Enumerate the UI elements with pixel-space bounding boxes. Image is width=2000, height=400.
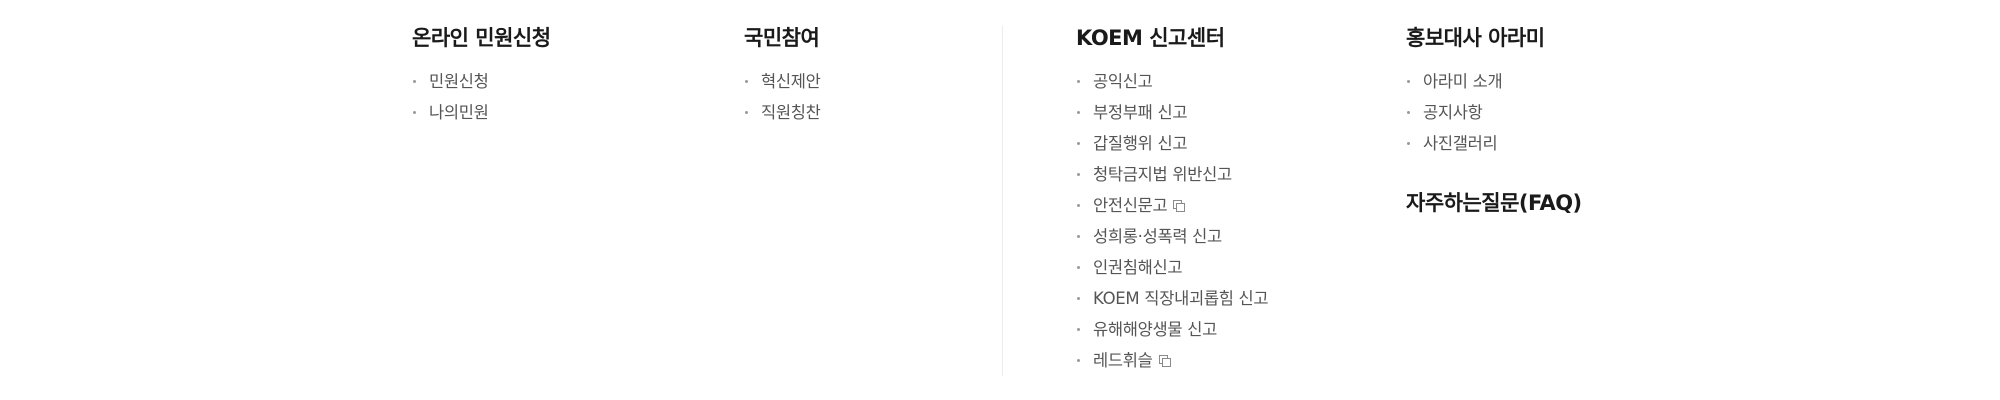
bullet-icon — [745, 80, 748, 83]
bullet-icon — [1077, 142, 1080, 145]
menu-item-label: 청탁금지법 위반신고 — [1093, 165, 1232, 184]
menu-item-label: KOEM 직장내괴롭힘 신고 — [1093, 289, 1269, 308]
menu-item-label: 공지사항 — [1423, 103, 1483, 122]
bullet-icon — [1077, 80, 1080, 83]
menu-item-staff-praise[interactable]: 직원칭찬 — [744, 97, 821, 128]
menu-item-label: 유해해양생물 신고 — [1093, 320, 1217, 339]
menu-item-label: 안전신문고 — [1093, 196, 1168, 215]
menu-item-power-abuse-report[interactable]: 갑질행위 신고 — [1076, 128, 1268, 159]
menu-item-label: 갑질행위 신고 — [1093, 134, 1188, 153]
heading-ambassador-arami[interactable]: 홍보대사 아라미 — [1406, 26, 1545, 50]
heading-faq[interactable]: 자주하는질문(FAQ) — [1406, 191, 1582, 215]
menu-item-label: 민원신청 — [429, 72, 489, 91]
menu-item-label: 공익신고 — [1093, 72, 1153, 91]
menu-item-label: 혁신제안 — [761, 72, 821, 91]
bullet-icon — [745, 111, 748, 114]
bullet-icon — [1077, 235, 1080, 238]
bullet-icon — [1077, 204, 1080, 207]
menu-ambassador-arami: 아라미 소개 공지사항 사진갤러리 — [1406, 66, 1582, 159]
menu-item-human-rights-report[interactable]: 인권침해신고 — [1076, 252, 1268, 283]
menu-item-red-whistle[interactable]: 레드휘슬 — [1076, 345, 1268, 376]
bullet-icon — [1077, 111, 1080, 114]
menu-item-anti-graft-report[interactable]: 청탁금지법 위반신고 — [1076, 159, 1268, 190]
column-online-petition: 온라인 민원신청 민원신청 나의민원 — [412, 20, 551, 128]
bullet-icon — [1077, 297, 1080, 300]
bullet-icon — [1077, 173, 1080, 176]
column-divider — [1002, 26, 1003, 376]
bullet-icon — [1077, 266, 1080, 269]
menu-item-innovation-proposal[interactable]: 혁신제안 — [744, 66, 821, 97]
menu-item-label: 직원칭찬 — [761, 103, 821, 122]
menu-item-label: 레드휘슬 — [1093, 351, 1153, 370]
menu-item-public-interest-report[interactable]: 공익신고 — [1076, 66, 1268, 97]
menu-item-photo-gallery[interactable]: 사진갤러리 — [1406, 128, 1582, 159]
menu-item-label: 성희롱·성폭력 신고 — [1093, 227, 1222, 246]
menu-item-notices[interactable]: 공지사항 — [1406, 97, 1582, 128]
heading-report-center[interactable]: KOEM 신고센터 — [1076, 26, 1225, 50]
menu-item-arami-intro[interactable]: 아라미 소개 — [1406, 66, 1582, 97]
heading-online-petition[interactable]: 온라인 민원신청 — [412, 26, 551, 50]
new-window-icon — [1173, 200, 1186, 212]
column-public-participation: 국민참여 혁신제안 직원칭찬 — [744, 20, 821, 128]
menu-online-petition: 민원신청 나의민원 — [412, 66, 551, 128]
bullet-icon — [1077, 359, 1080, 362]
bullet-icon — [1077, 328, 1080, 331]
menu-public-participation: 혁신제안 직원칭찬 — [744, 66, 821, 128]
menu-report-center: 공익신고 부정부패 신고 갑질행위 신고 청탁금지법 위반신고 안전신문고 성희… — [1076, 66, 1269, 376]
column-ambassador-arami: 홍보대사 아라미 아라미 소개 공지사항 사진갤러리 자주하는질문(FAQ) — [1406, 20, 1582, 231]
menu-item-workplace-harassment-report[interactable]: KOEM 직장내괴롭힘 신고 — [1076, 283, 1269, 314]
bullet-icon — [413, 80, 416, 83]
menu-item-label: 인권침해신고 — [1093, 258, 1183, 277]
bullet-icon — [1407, 111, 1410, 114]
menu-item-label: 사진갤러리 — [1423, 134, 1498, 153]
menu-item-label: 나의민원 — [429, 103, 489, 122]
menu-item-harmful-marine-organism-report[interactable]: 유해해양생물 신고 — [1076, 314, 1268, 345]
menu-item-safety-report[interactable]: 안전신문고 — [1076, 190, 1268, 221]
menu-item-my-petition[interactable]: 나의민원 — [412, 97, 551, 128]
heading-public-participation[interactable]: 국민참여 — [744, 26, 820, 50]
bullet-icon — [413, 111, 416, 114]
menu-item-corruption-report[interactable]: 부정부패 신고 — [1076, 97, 1268, 128]
bullet-icon — [1407, 142, 1410, 145]
new-window-icon — [1158, 355, 1171, 367]
bullet-icon — [1407, 80, 1410, 83]
column-report-center: KOEM 신고센터 공익신고 부정부패 신고 갑질행위 신고 청탁금지법 위반신… — [1076, 20, 1269, 376]
menu-item-label: 부정부패 신고 — [1093, 103, 1188, 122]
menu-item-petition-apply[interactable]: 민원신청 — [412, 66, 551, 97]
menu-item-label: 아라미 소개 — [1423, 72, 1503, 91]
menu-item-sexual-harassment-report[interactable]: 성희롱·성폭력 신고 — [1076, 221, 1268, 252]
